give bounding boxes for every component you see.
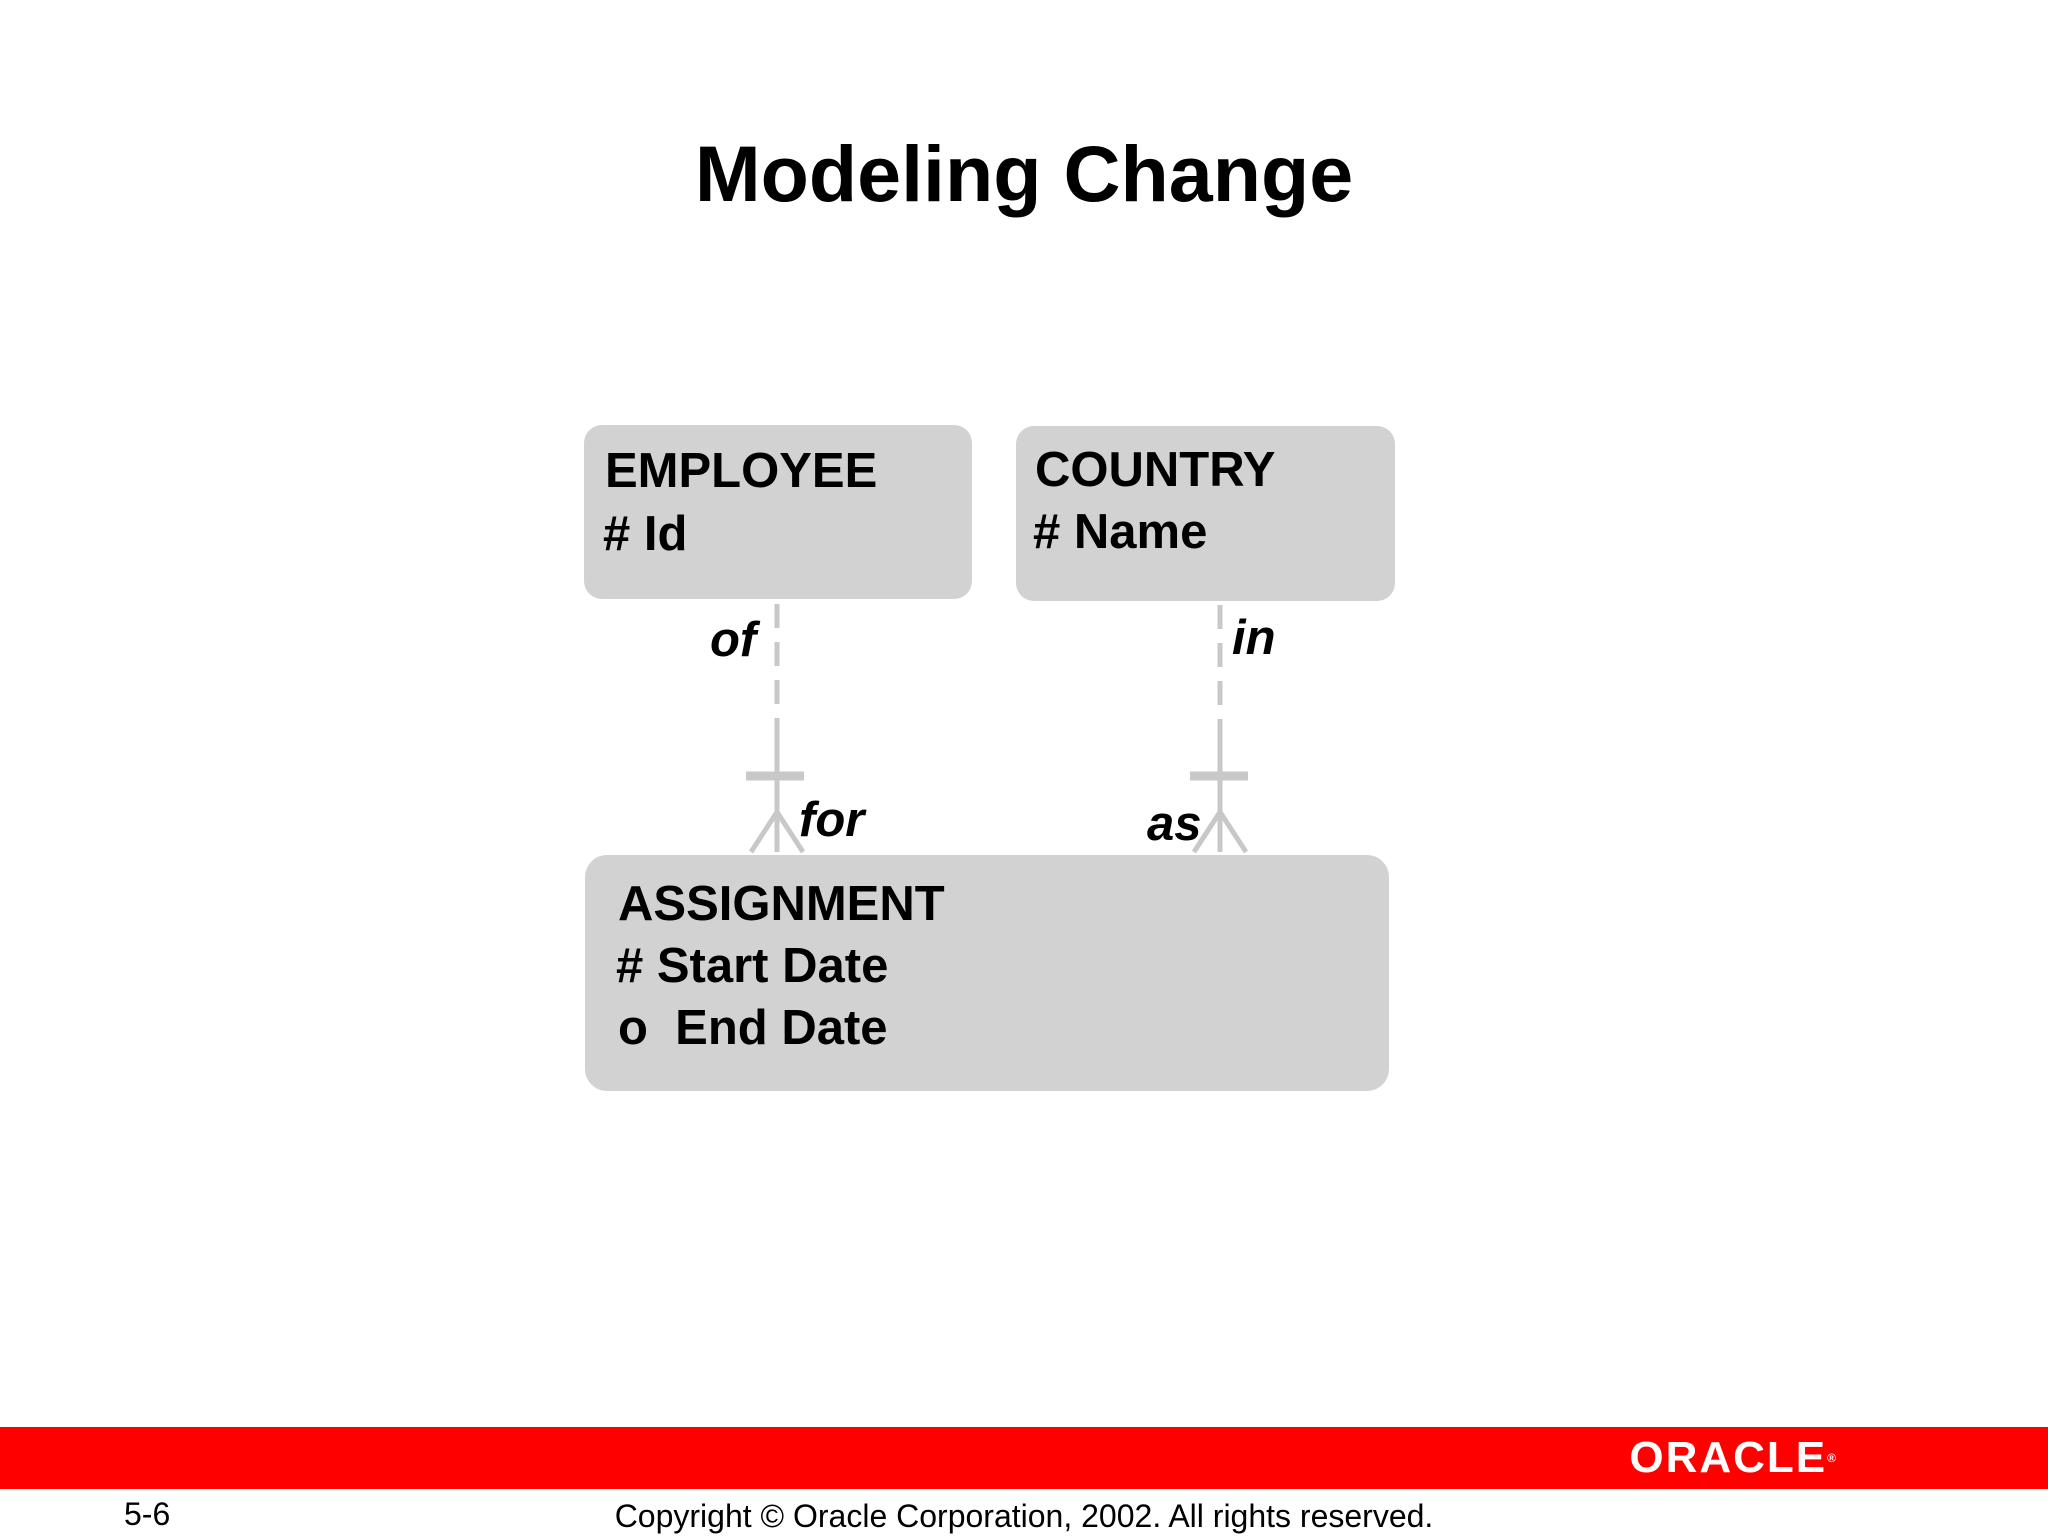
entity-employee-box	[584, 425, 972, 599]
relationship-label-as: as	[1147, 797, 1202, 851]
relationship-employee-assignment: of for	[710, 604, 867, 854]
relationship-label-of: of	[710, 613, 761, 667]
entity-employee-name: EMPLOYEE	[605, 444, 877, 498]
entity-country-box	[1016, 426, 1395, 601]
entity-assignment: ASSIGNMENT # Start Date o End Date	[585, 855, 1389, 1091]
relationship-label-for: for	[799, 793, 867, 847]
slide-title: Modeling Change	[694, 129, 1354, 218]
oracle-logo-registered-mark: ®	[1827, 1451, 1836, 1465]
entity-country-attr-name: # Name	[1033, 505, 1207, 559]
oracle-logo: ORACLE®	[1629, 1433, 1836, 1483]
oracle-logo-text: ORACLE	[1629, 1433, 1828, 1482]
entity-assignment-box	[585, 855, 1389, 1091]
relationship-country-assignment: in as	[1147, 605, 1276, 854]
relationship-crows-foot	[748, 807, 806, 854]
entity-assignment-attr-end-date: o End Date	[618, 1001, 888, 1055]
page-number: 5-6	[124, 1496, 171, 1532]
relationship-crows-foot	[1191, 807, 1249, 854]
relationship-label-in: in	[1232, 611, 1276, 665]
entity-assignment-name: ASSIGNMENT	[618, 877, 945, 931]
copyright-notice: Copyright © Oracle Corporation, 2002. Al…	[614, 1498, 1434, 1534]
entity-employee: EMPLOYEE # Id	[584, 425, 972, 599]
footer-bar	[0, 1427, 2048, 1489]
entity-assignment-attr-start-date: # Start Date	[616, 939, 888, 993]
entity-country: COUNTRY # Name	[1016, 426, 1395, 601]
entity-employee-attr-id: # Id	[603, 507, 687, 561]
entity-country-name: COUNTRY	[1035, 443, 1275, 497]
